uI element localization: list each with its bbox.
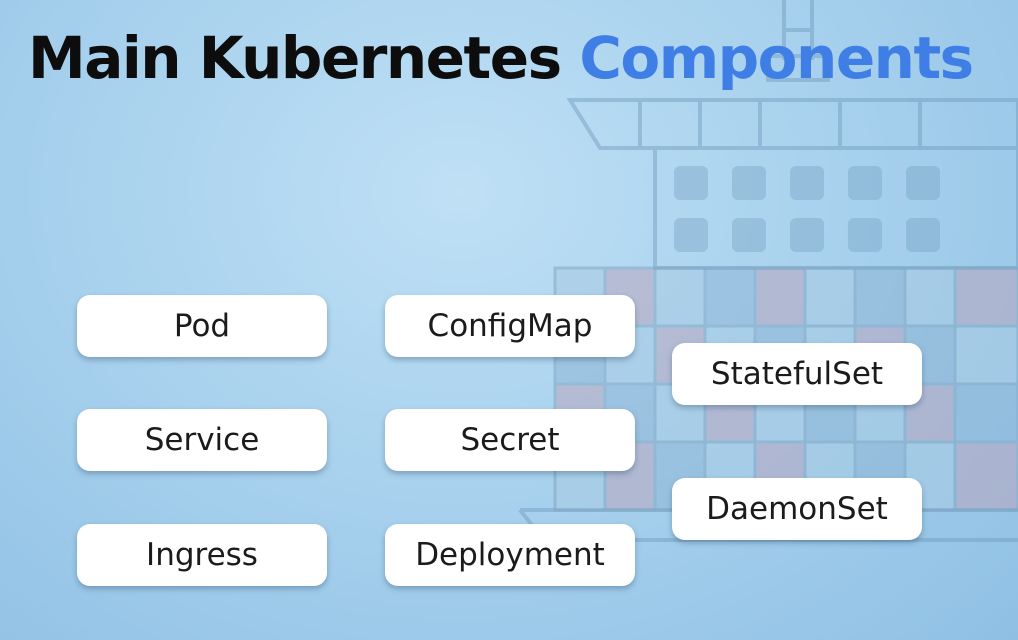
component-chip-ingress: Ingress	[77, 524, 327, 586]
title-main-text: Main Kubernetes	[28, 24, 580, 92]
component-chip-statefulset: StatefulSet	[672, 343, 922, 405]
title-accent-text: Components	[579, 24, 974, 92]
component-chip-deployment: Deployment	[385, 524, 635, 586]
component-chip-service: Service	[77, 409, 327, 471]
component-chip-configmap: ConfigMap	[385, 295, 635, 357]
component-chip-daemonset: DaemonSet	[672, 478, 922, 540]
component-chip-secret: Secret	[385, 409, 635, 471]
page-title: Main Kubernetes Components	[28, 24, 974, 94]
component-chip-pod: Pod	[77, 295, 327, 357]
